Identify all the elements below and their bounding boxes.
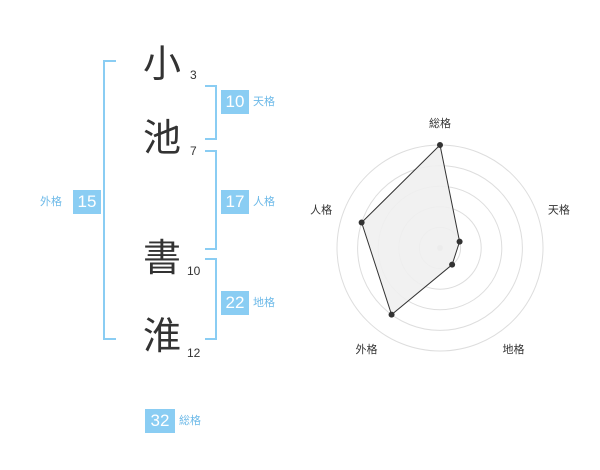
radar-axis-label-4: 外格 [356, 342, 378, 356]
radar-point-5 [358, 219, 365, 226]
chikaku-bracket [205, 258, 217, 340]
char-4: 淮 [142, 314, 181, 358]
tenkaku-bracket [205, 85, 217, 140]
radar-point-4 [388, 311, 395, 318]
radar-point-2 [456, 238, 463, 245]
char-4-strokes: 12 [187, 346, 201, 360]
chikaku-label: 地格 [253, 296, 275, 309]
char-1-strokes: 3 [190, 68, 197, 82]
jinkaku-bracket [205, 150, 217, 250]
tenkaku-label: 天格 [253, 95, 275, 108]
chikaku-value: 22 [221, 291, 249, 315]
char-2-strokes: 7 [190, 144, 197, 158]
char-2: 池 [142, 116, 181, 160]
jinkaku-value: 17 [221, 190, 249, 214]
radar-point-3 [449, 261, 456, 268]
soukaku-value: 32 [145, 409, 175, 433]
radar-axis-label-5: 人格 [310, 202, 332, 216]
char-3-strokes: 10 [187, 264, 201, 278]
radar-point-1 [437, 142, 443, 148]
tenkaku-value: 10 [221, 90, 249, 114]
radar-area [361, 143, 461, 316]
gaikaku-label: 外格 [40, 195, 62, 208]
radar-axis-label-3: 地格 [502, 342, 524, 356]
gaikaku-bracket [103, 60, 116, 340]
radar-axis-label-2: 天格 [548, 202, 570, 216]
soukaku-label: 総格 [179, 414, 201, 427]
char-1: 小 [142, 42, 181, 86]
gaikaku-value: 15 [73, 190, 101, 214]
radar-axis-label-1: 総格 [429, 116, 451, 130]
jinkaku-label: 人格 [253, 195, 275, 208]
char-3: 書 [142, 236, 181, 280]
